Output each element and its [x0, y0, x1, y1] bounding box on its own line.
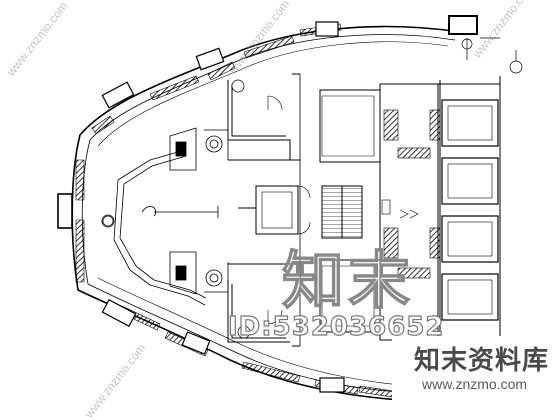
lobby-counters — [101, 149, 219, 306]
restrooms — [169, 127, 229, 295]
brand-name: 知末资料库 — [414, 346, 550, 376]
elevator-shafts — [381, 99, 499, 321]
big-watermark: 知末 — [281, 243, 415, 317]
service-room — [238, 185, 363, 239]
grid-bubbles — [102, 37, 523, 339]
brand-url: www.znzmo.com — [422, 376, 528, 392]
core-walls — [227, 73, 501, 347]
brand-logo-block: 知末资料库 www.znzmo.com — [392, 336, 560, 420]
facade-columns — [57, 15, 478, 393]
door-swings — [267, 95, 311, 325]
